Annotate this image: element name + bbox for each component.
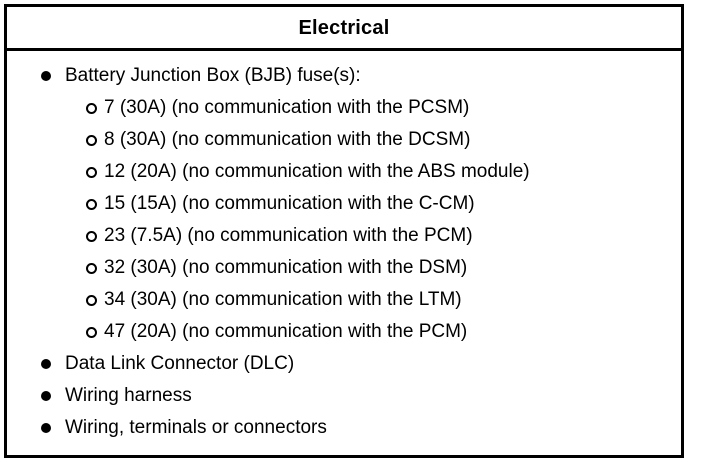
list-item-label: Wiring, terminals or connectors	[65, 417, 327, 438]
sub-list-item: 8 (30A) (no communication with the DCSM)	[7, 124, 681, 156]
bullet-list: Battery Junction Box (BJB) fuse(s): 7 (3…	[7, 60, 681, 444]
sub-list-item-label: 8 (30A) (no communication with the DCSM)	[104, 129, 471, 150]
sub-list-item-label: 12 (20A) (no communication with the ABS …	[104, 161, 530, 182]
hollow-circle-bullet-icon	[86, 198, 97, 210]
sub-list-item: 7 (30A) (no communication with the PCSM)	[7, 92, 681, 124]
electrical-table: Electrical Battery Junction Box (BJB) fu…	[4, 4, 684, 458]
sub-list-item-label: 32 (30A) (no communication with the DSM)	[104, 257, 468, 278]
sub-list-item-label: 47 (20A) (no communication with the PCM)	[104, 321, 468, 342]
list-item: Data Link Connector (DLC)	[7, 348, 681, 380]
nested-list-container: 7 (30A) (no communication with the PCSM)…	[7, 92, 681, 348]
sub-list-item: 47 (20A) (no communication with the PCM)	[7, 316, 681, 348]
sub-list-item: 23 (7.5A) (no communication with the PCM…	[7, 220, 681, 252]
disc-bullet-icon	[41, 359, 51, 369]
hollow-circle-bullet-icon	[86, 134, 97, 146]
list-item-label: Data Link Connector (DLC)	[65, 353, 295, 374]
sub-list-item-label: 15 (15A) (no communication with the C-CM…	[104, 193, 475, 214]
list-item: Wiring harness	[7, 380, 681, 412]
sub-list-item: 32 (30A) (no communication with the DSM)	[7, 252, 681, 284]
disc-bullet-icon	[41, 391, 51, 401]
sub-list-item: 34 (30A) (no communication with the LTM)	[7, 284, 681, 316]
list-item-label: Wiring harness	[65, 385, 192, 406]
sub-list-item-label: 34 (30A) (no communication with the LTM)	[104, 289, 462, 310]
page-title: Electrical	[298, 16, 390, 39]
hollow-circle-bullet-icon	[86, 102, 97, 114]
sub-list-item-label: 23 (7.5A) (no communication with the PCM…	[104, 225, 473, 246]
hollow-circle-bullet-icon	[86, 294, 97, 306]
disc-bullet-icon	[41, 423, 51, 433]
hollow-circle-bullet-icon	[86, 326, 97, 338]
disc-bullet-icon	[41, 71, 51, 81]
list-item-label: Battery Junction Box (BJB) fuse(s):	[65, 65, 361, 86]
sub-list-item: 15 (15A) (no communication with the C-CM…	[7, 188, 681, 220]
list-item: Wiring, terminals or connectors	[7, 412, 681, 444]
table-header-row: Electrical	[7, 7, 681, 51]
list-item: Battery Junction Box (BJB) fuse(s):	[7, 60, 681, 92]
sub-list-item-label: 7 (30A) (no communication with the PCSM)	[104, 97, 470, 118]
hollow-circle-bullet-icon	[86, 262, 97, 274]
hollow-circle-bullet-icon	[86, 166, 97, 178]
sub-list-item: 12 (20A) (no communication with the ABS …	[7, 156, 681, 188]
hollow-circle-bullet-icon	[86, 230, 97, 242]
sub-bullet-list: 7 (30A) (no communication with the PCSM)…	[7, 92, 681, 348]
table-body: Battery Junction Box (BJB) fuse(s): 7 (3…	[7, 51, 681, 444]
